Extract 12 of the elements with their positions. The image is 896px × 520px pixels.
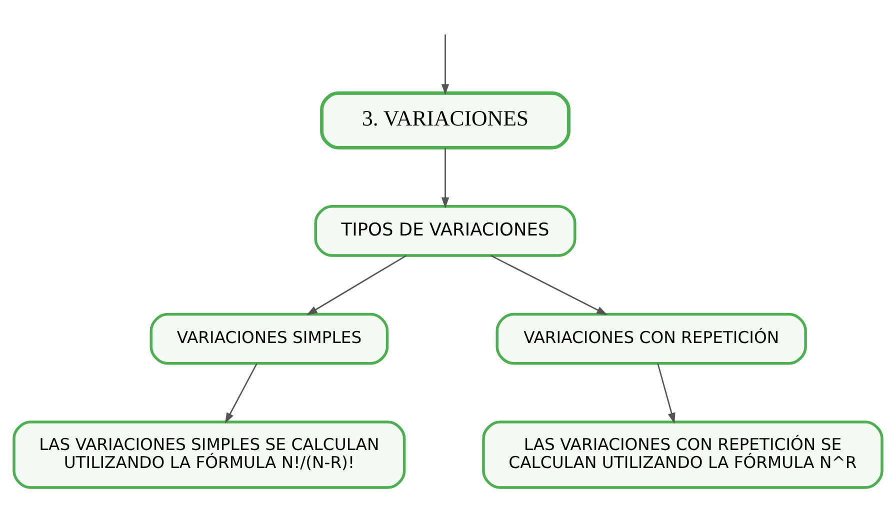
- arrow: [306, 254, 407, 315]
- arrow: [657, 362, 676, 424]
- node-box: LAS VARIACIONES SIMPLES SE CALCULAN UTILIZANDO LA FÓRMULA N!/(N-R)!: [12, 420, 406, 488]
- arrow: [224, 362, 258, 424]
- node-box: LAS VARIACIONES CON REPETICIÓN SE CALCULAN UTILIZANDO LA FÓRMULA N^R: [482, 420, 884, 488]
- node-box: TIPOS DE VARIACIONES: [314, 204, 576, 256]
- node-box: 3. VARIACIONES: [320, 90, 570, 149]
- arrow: [441, 34, 450, 95]
- arrow: [490, 254, 608, 315]
- arrow: [441, 147, 450, 208]
- node-box: VARIACIONES CON REPETICIÓN: [496, 312, 807, 364]
- node-box: VARIACIONES SIMPLES: [150, 312, 389, 364]
